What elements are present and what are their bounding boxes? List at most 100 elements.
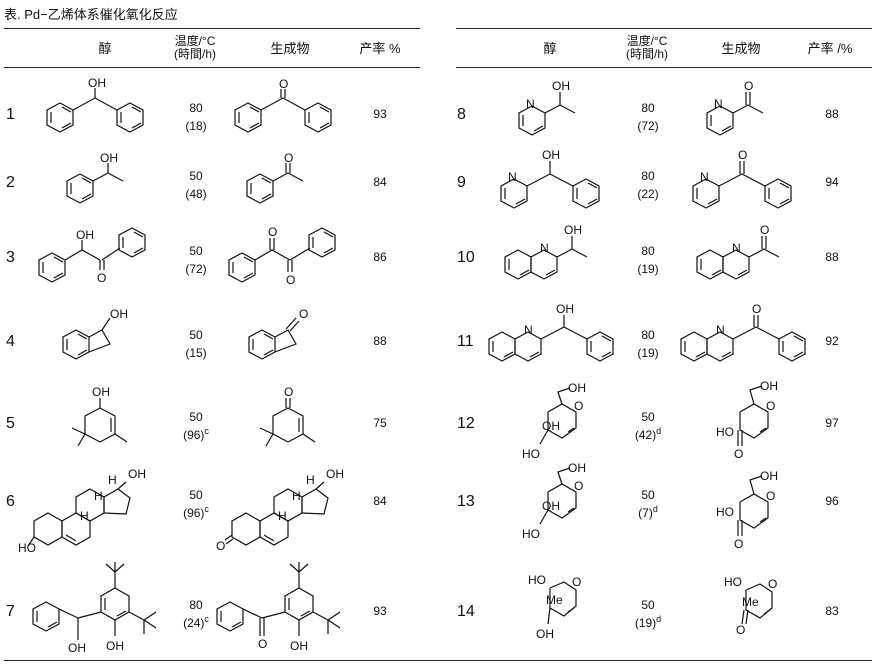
atom-label-ho: HO [522, 447, 540, 461]
temperature: 50 [189, 410, 203, 424]
table-title: 表. Pd−乙烯体系催化氧化反应 [4, 7, 178, 22]
atom-label-n: N [716, 323, 725, 337]
reaction-conditions: 80(18) [166, 101, 226, 133]
product-structure-9: O N [692, 148, 792, 209]
atom-label-o: O [744, 79, 753, 93]
entry-number: 10 [457, 249, 475, 266]
time-value: (24) [183, 616, 205, 630]
yield-value: 75 [373, 416, 387, 430]
alcohol-structure-4: OH [62, 307, 128, 360]
atom-label-oh: OH [128, 467, 146, 481]
temperature: 80 [641, 169, 655, 183]
atom-label-h: H [108, 473, 117, 487]
time: (19) [618, 342, 678, 360]
atom-label-o: O [766, 489, 775, 503]
reaction-conditions: 80 (19) [618, 328, 678, 360]
footnote-mark: d [656, 426, 662, 436]
time: (18) [166, 115, 226, 133]
footnote-mark: c [204, 426, 209, 436]
time-value: (18) [185, 119, 207, 133]
reaction-conditions: 50 (48) [166, 169, 226, 201]
product-structure-4: O [248, 307, 308, 360]
top-rule-left [4, 28, 420, 29]
yield-value: 83 [825, 604, 839, 618]
alcohol-structure-1: OH [46, 76, 144, 133]
entry-number: 14 [457, 603, 475, 620]
alcohol-structure-5: OH [71, 385, 128, 447]
temperature: 50 [641, 410, 655, 424]
time-value: (96) [183, 506, 205, 520]
time: (72) [618, 115, 678, 133]
product-structure-12: OH O HO O [716, 379, 778, 461]
entry-number: 7 [6, 603, 15, 620]
temperature: 80 [641, 244, 655, 258]
time: (48) [166, 183, 226, 201]
time: (7)d [618, 502, 678, 520]
atom-label-o: O [752, 302, 761, 316]
atom-label-ho: HO [528, 573, 546, 587]
top-rule-right [456, 28, 872, 29]
entry-number: 11 [457, 333, 474, 350]
time-value: (72) [185, 262, 207, 276]
time: (15) [166, 342, 226, 360]
atom-label-oh: OH [68, 641, 86, 655]
time-value: (19) [637, 346, 659, 360]
entry-number: 12 [457, 415, 475, 432]
time-value: (22) [637, 187, 659, 201]
header-product-right: 生成物 [721, 41, 761, 56]
reaction-conditions: 80 (22) [618, 169, 678, 201]
reaction-conditions: 80(72) [618, 101, 678, 133]
alcohol-structure-14: HO O Me OH [528, 573, 581, 641]
atom-label-oh: OH [88, 76, 106, 90]
alcohol-structure-10: OH N [504, 223, 588, 280]
alcohol-structure-13: OH O OH HO [522, 461, 586, 541]
time-value: (19) [634, 616, 657, 630]
atom-label-oh: OH [760, 469, 778, 483]
atom-label-o: O [279, 77, 288, 91]
entry-number: 8 [457, 106, 466, 123]
temperature: 80 [641, 101, 655, 115]
time: (19) [618, 258, 678, 276]
yield-value: 84 [373, 494, 387, 508]
atom-label-oh: OH [76, 228, 94, 242]
product-structure-1: O [234, 77, 332, 133]
time: (19)d [618, 612, 678, 630]
time: (72) [166, 258, 226, 276]
atom-label-o: O [258, 637, 267, 651]
yield-value: 97 [825, 416, 839, 430]
atom-label-ho: HO [724, 575, 742, 589]
yield-value: 93 [373, 604, 387, 618]
atom-label-o: O [97, 271, 106, 285]
yield-value: 96 [825, 494, 839, 508]
product-structure-7: O OH [216, 562, 341, 653]
time-value: (48) [185, 187, 207, 201]
entry-number: 3 [6, 249, 15, 266]
atom-label-n: N [700, 170, 709, 184]
product-structure-6: OH O H H H [216, 467, 344, 553]
reaction-conditions: 80(24)c [166, 598, 226, 630]
reaction-conditions: 50(7)d [618, 488, 678, 520]
entry-number: 5 [6, 415, 15, 432]
atom-label-o: O [766, 399, 775, 413]
atom-label-o: O [574, 479, 583, 493]
reaction-conditions: 80(19) [618, 244, 678, 276]
atom-label-o: O [286, 273, 295, 287]
atom-label-h: H [278, 509, 287, 523]
atom-label-oh: OH [536, 627, 554, 641]
entry-number: 13 [457, 493, 475, 510]
time: (42)d [618, 424, 678, 442]
atom-label-o: O [572, 575, 581, 589]
atom-label-me: Me [546, 593, 563, 607]
temperature: 80 [641, 328, 655, 342]
reaction-conditions: 50(19)d [618, 598, 678, 630]
atom-label-ho: HO [522, 527, 540, 541]
atom-label-n: N [526, 97, 535, 111]
entry-number: 1 [6, 106, 15, 123]
atom-label-o: O [738, 148, 747, 162]
atom-label-me: Me [742, 595, 759, 609]
atom-label-h: H [306, 473, 315, 487]
atom-label-oh: OH [568, 381, 586, 395]
time-value: (42) [634, 428, 657, 442]
atom-label-oh: OH [100, 151, 118, 165]
temperature: 50 [189, 169, 203, 183]
